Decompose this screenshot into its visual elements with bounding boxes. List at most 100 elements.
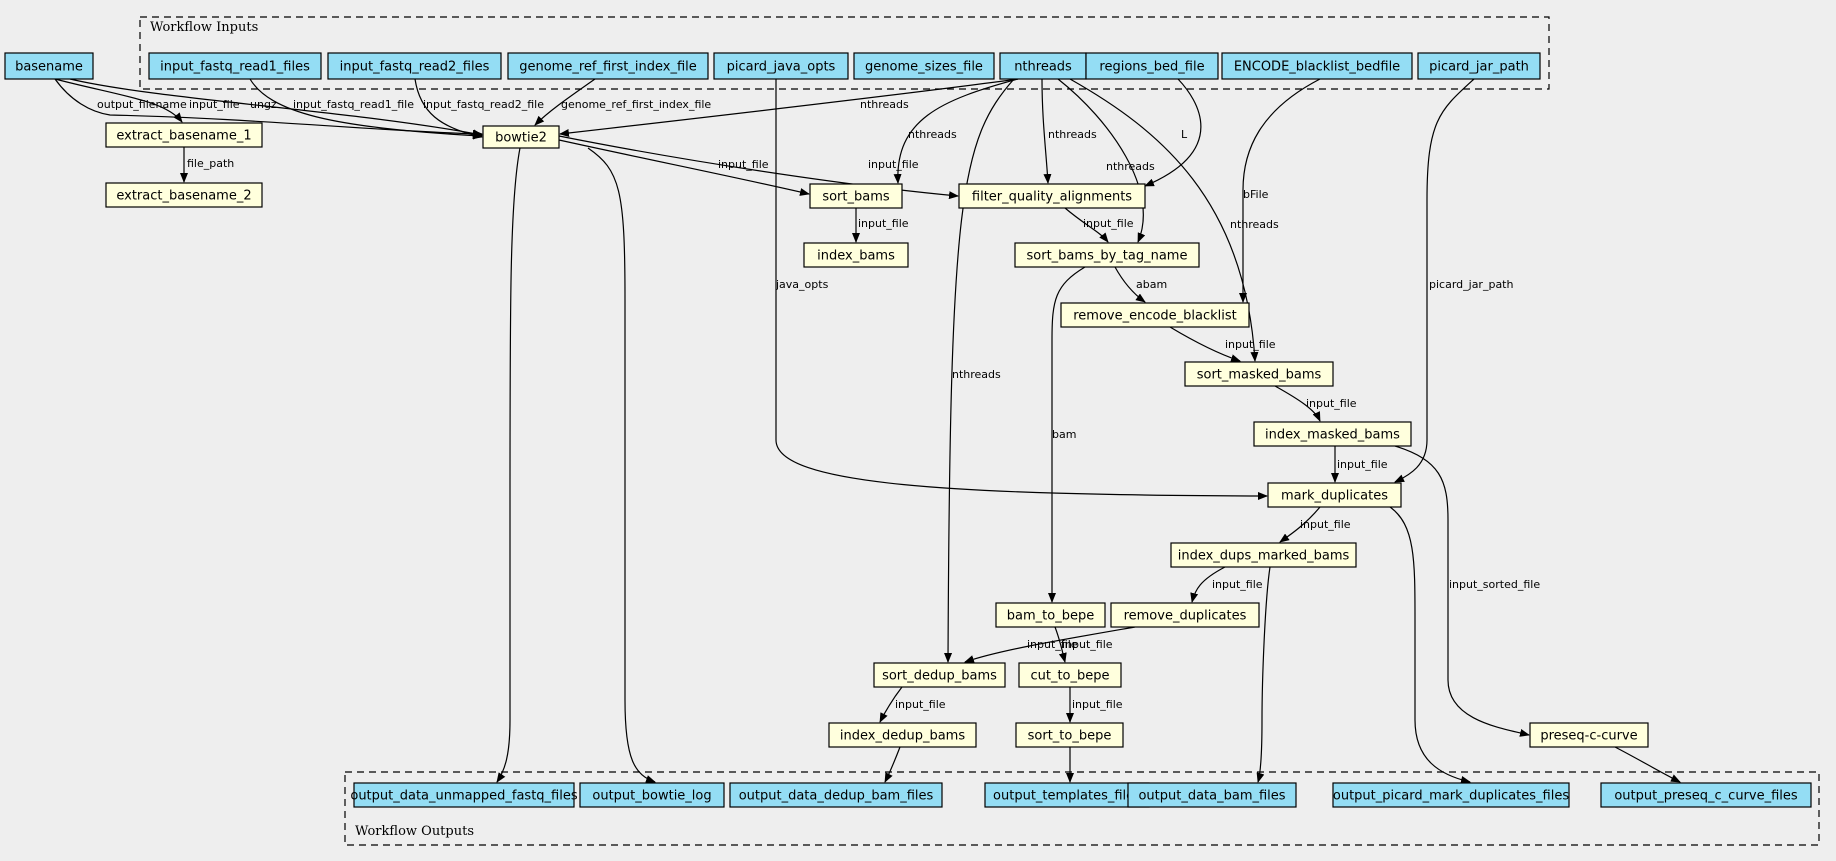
edge-line — [249, 78, 483, 140]
edge-line — [1239, 78, 1321, 303]
node-box — [984, 782, 1150, 808]
edge-line — [69, 78, 483, 138]
node-label: genome_ref_first_index_file — [519, 60, 697, 75]
edge-nthreads-to-sort-bams: nthreads — [893, 78, 1019, 184]
node-regions-bed-file[interactable]: regions_bed_file — [1085, 52, 1219, 80]
node-box — [327, 52, 502, 80]
edge-label: input_file — [895, 698, 946, 711]
node-box — [1018, 662, 1122, 688]
edge-nthreads-to-sort-masked-bams: nthreads — [1069, 78, 1279, 362]
edge-line — [1144, 78, 1202, 187]
edge-label: genome_ref_first_index_file — [561, 98, 711, 111]
node-box — [729, 782, 943, 808]
node-box — [4, 52, 94, 80]
node-label: index_masked_bams — [1265, 428, 1400, 443]
node-sort-masked-bams[interactable]: sort_masked_bams — [1184, 361, 1334, 387]
node-output-data-bam-files[interactable]: output_data_bam_files — [1127, 782, 1297, 808]
node-preseq-c-curve[interactable]: preseq-c-curve — [1529, 722, 1649, 748]
node-index-dedup-bams[interactable]: index_dedup_bams — [828, 722, 977, 748]
edge-line — [1279, 506, 1321, 543]
node-output-bowtie-log[interactable]: output_bowtie_log — [579, 782, 725, 808]
edge-nthreads-to-filter-quality-alignments: nthreads — [1041, 78, 1097, 184]
edge-line — [893, 78, 1019, 184]
node-extract-basename-1[interactable]: extract_basename_1 — [105, 122, 263, 148]
edge-label: input_file — [1212, 578, 1263, 591]
edge-input-fastq-read2-files-to-bowtie2: input_fastq_read2_file — [414, 78, 544, 140]
edge-ENCODE-blacklist-bedfile-to-remove-encode-blacklist: bFile — [1239, 78, 1321, 303]
edge-remove-encode-blacklist-to-sort-masked-bams: input_file — [1169, 326, 1276, 362]
edge-mark-duplicates-to-output-picard-mark-duplicates-files — [1389, 506, 1471, 784]
node-box — [1267, 482, 1402, 508]
edge-line — [884, 746, 901, 783]
edge-picard-java-opts-to-mark-duplicates: java_opts — [775, 78, 1268, 500]
node-index-dups-marked-bams[interactable]: index_dups_marked_bams — [1170, 542, 1357, 568]
edge-line — [54, 78, 183, 123]
edge-label: nthreads — [1048, 128, 1097, 141]
node-output-preseq-c-curve-files[interactable]: output_preseq_c_curve_files — [1600, 782, 1812, 808]
node-output-templates-files[interactable]: output_templates_files — [984, 782, 1150, 808]
node-input-fastq-read2-files[interactable]: input_fastq_read2_files — [327, 52, 502, 80]
node-output-data-dedup-bam-files[interactable]: output_data_dedup_bam_files — [729, 782, 943, 808]
node-filter-quality-alignments[interactable]: filter_quality_alignments — [958, 183, 1146, 209]
node-label: index_dups_marked_bams — [1178, 549, 1350, 564]
node-box — [105, 182, 263, 208]
node-bam-to-bepe[interactable]: bam_to_bepe — [995, 602, 1106, 628]
node-sort-dedup-bams[interactable]: sort_dedup_bams — [873, 662, 1006, 688]
edge-line — [1054, 626, 1067, 663]
edge-line — [1389, 506, 1471, 784]
edge-nthreads-to-sort-bams-by-tag-name: nthreads — [1057, 78, 1155, 243]
node-label: regions_bed_file — [1099, 60, 1204, 75]
node-remove-encode-blacklist[interactable]: remove_encode_blacklist — [1060, 302, 1250, 328]
node-label: output_data_dedup_bam_files — [739, 789, 934, 804]
edge-label: nthreads — [860, 98, 909, 111]
node-box — [853, 52, 995, 80]
edge-cut-to-bepe-to-sort-to-bepe: input_file — [1066, 687, 1123, 723]
node-box — [579, 782, 725, 808]
node-sort-to-bepe[interactable]: sort_to_bepe — [1015, 722, 1124, 748]
node-genome-ref-first-index-file[interactable]: genome_ref_first_index_file — [507, 52, 709, 80]
edge-label: file_path — [187, 157, 234, 170]
node-box — [353, 782, 575, 808]
node-label: basename — [15, 60, 83, 75]
node-genome-sizes-file[interactable]: genome_sizes_file — [853, 52, 995, 80]
edge-label: input_fastq_read1_file — [293, 98, 414, 111]
node-label: sort_bams — [822, 190, 890, 205]
edge-label: abam — [1136, 278, 1167, 291]
edge-nthreads-to-bowtie2: nthreads — [559, 78, 1019, 137]
node-label: ENCODE_blacklist_bedfile — [1234, 60, 1400, 75]
node-nthreads[interactable]: nthreads — [999, 52, 1087, 80]
edge-line — [1614, 746, 1681, 783]
node-index-bams[interactable]: index_bams — [803, 242, 909, 268]
node-mark-duplicates[interactable]: mark_duplicates — [1267, 482, 1402, 508]
node-output-picard-mark-duplicates-files[interactable]: output_picard_mark_duplicates_files — [1332, 782, 1570, 808]
node-input-fastq-read1-files[interactable]: input_fastq_read1_files — [148, 52, 322, 80]
node-sort-bams[interactable]: sort_bams — [809, 183, 903, 209]
edge-genome-ref-first-index-file-to-bowtie2: genome_ref_first_index_file — [534, 78, 711, 126]
node-box — [1127, 782, 1297, 808]
node-sort-bams-by-tag-name[interactable]: sort_bams_by_tag_name — [1014, 242, 1200, 268]
edge-line — [496, 147, 521, 783]
edge-line — [559, 78, 1019, 137]
edge-label: input_file — [718, 158, 769, 171]
node-label: bam_to_bepe — [1007, 609, 1094, 624]
edge-line — [534, 78, 596, 126]
node-ENCODE-blacklist-bedfile[interactable]: ENCODE_blacklist_bedfile — [1221, 52, 1413, 80]
edge-line — [1394, 78, 1475, 483]
node-bowtie2[interactable]: bowtie2 — [482, 125, 560, 149]
edge-label: java_opts — [775, 278, 829, 291]
edge-label: output_filename — [97, 98, 187, 111]
node-remove-duplicates[interactable]: remove_duplicates — [1110, 602, 1260, 628]
node-basename[interactable]: basename — [4, 52, 94, 80]
node-index-masked-bams[interactable]: index_masked_bams — [1253, 421, 1412, 447]
edge-label: nthreads — [908, 128, 957, 141]
node-label: picard_java_opts — [727, 60, 836, 75]
edge-line — [558, 139, 810, 196]
node-picard-java-opts[interactable]: picard_java_opts — [713, 52, 849, 80]
node-output-data-unmapped-fastq-files[interactable]: output_data_unmapped_fastq_files — [350, 782, 578, 808]
node-cut-to-bepe[interactable]: cut_to_bepe — [1018, 662, 1122, 688]
edge-label: input_file — [868, 158, 919, 171]
node-picard-jar-path[interactable]: picard_jar_path — [1417, 52, 1541, 80]
node-extract-basename-2[interactable]: extract_basename_2 — [105, 182, 263, 208]
edge-line — [558, 135, 959, 200]
